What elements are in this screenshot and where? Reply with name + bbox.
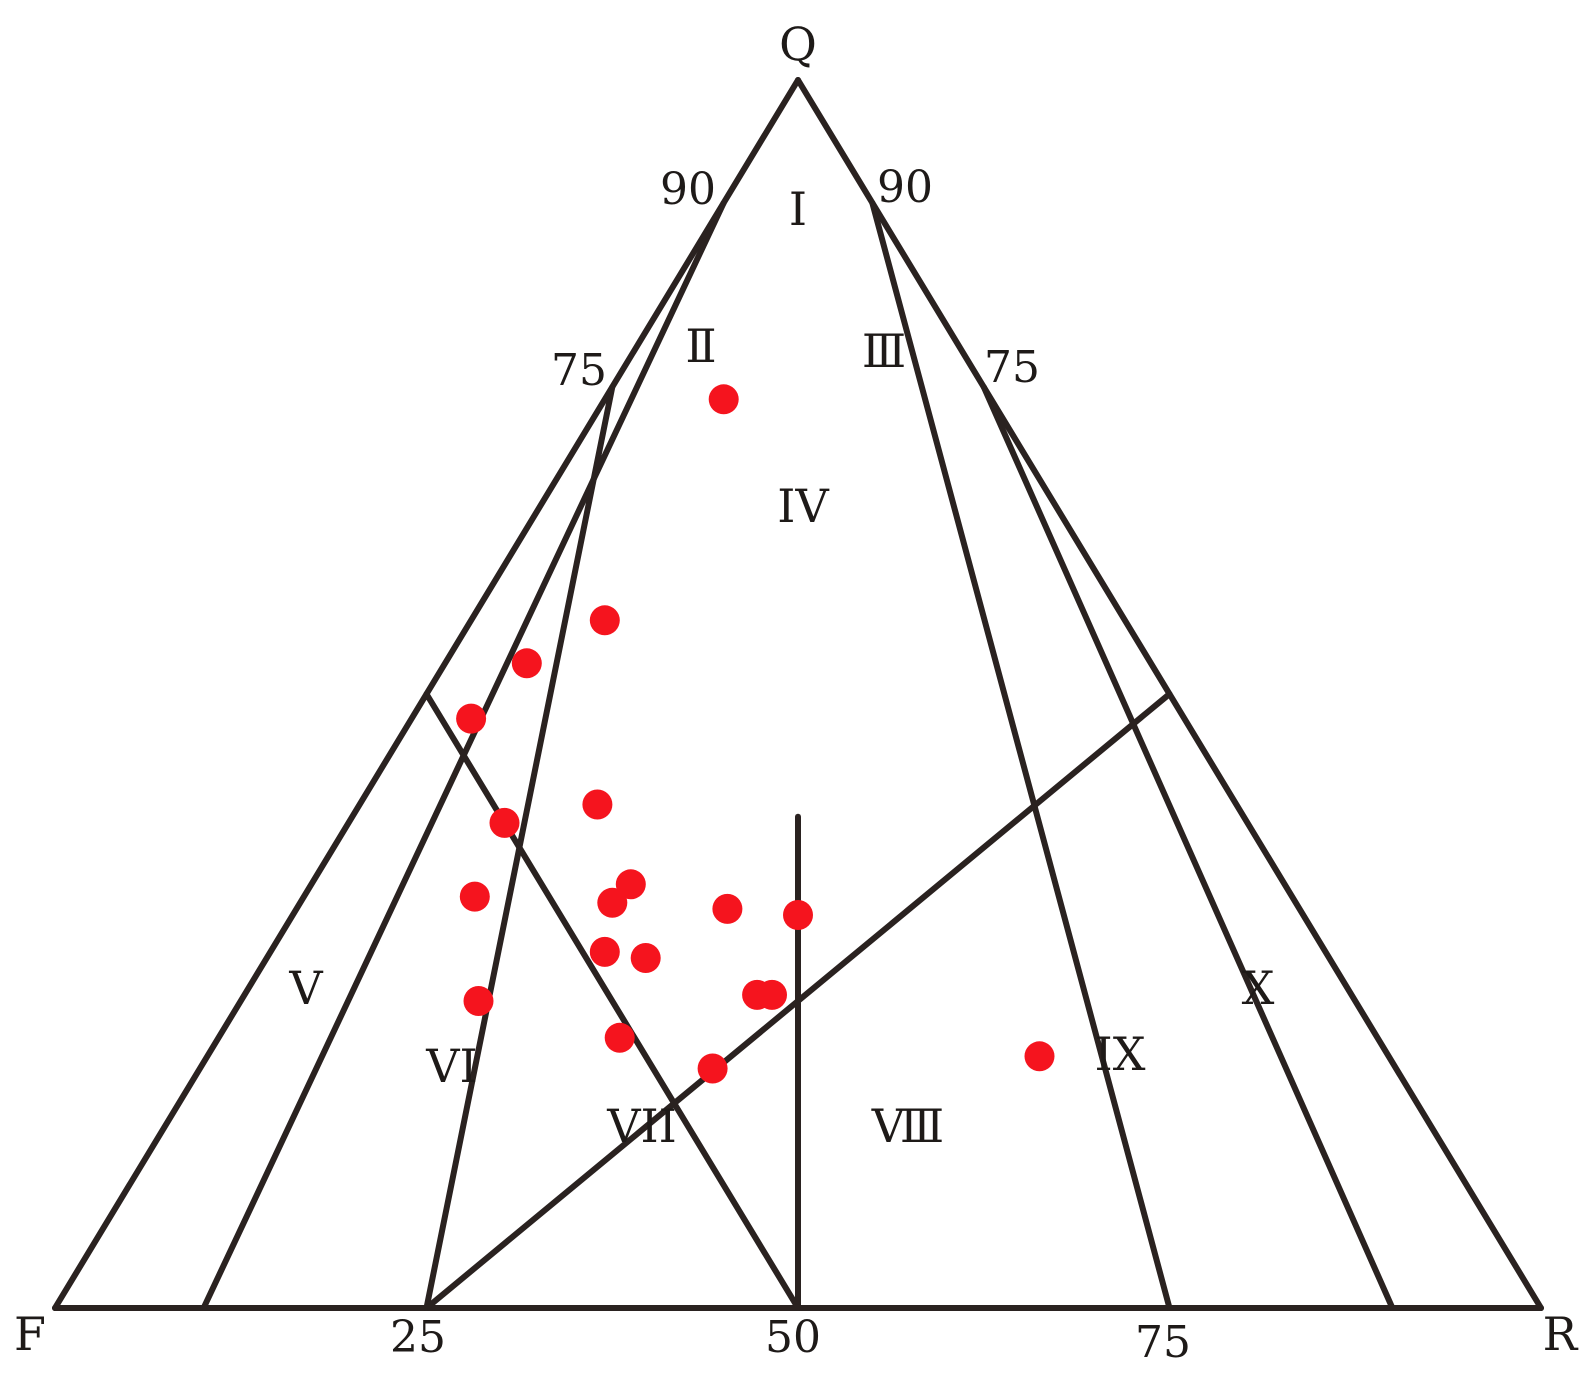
- data-point-7: [615, 869, 646, 900]
- tick-label-right-90: 90: [877, 162, 933, 213]
- data-point-19: [1024, 1041, 1055, 1072]
- vertex-label-f: F: [14, 1307, 46, 1361]
- region-label-2: Ⅱ: [685, 319, 716, 373]
- data-point-1: [708, 384, 739, 415]
- region-label-8: Ⅷ: [871, 1099, 944, 1153]
- tick-label-base-75: 75: [1135, 1317, 1191, 1368]
- data-point-9: [597, 887, 628, 918]
- data-point-18: [697, 1053, 728, 1084]
- line-f-boundary-50: [423, 691, 801, 1311]
- data-point-2: [589, 605, 620, 636]
- vertex-label-r: R: [1543, 1307, 1579, 1361]
- data-point-4: [456, 703, 487, 734]
- region-label-6: VI: [425, 1039, 477, 1093]
- tick-label-base-50: 50: [765, 1312, 821, 1363]
- sample-points: [456, 384, 1055, 1084]
- data-point-11: [783, 900, 813, 930]
- region-label-10: X: [1242, 961, 1275, 1015]
- region-label-9: IX: [1095, 1027, 1146, 1081]
- chart-labels: Q F R 90 75 90 75 25 50 75 Ⅰ Ⅱ Ⅲ IV V VI…: [14, 17, 1579, 1368]
- data-point-14: [463, 986, 494, 1016]
- tick-label-base-25: 25: [390, 1312, 446, 1363]
- data-point-17: [604, 1022, 635, 1053]
- region-label-7: VII: [606, 1099, 677, 1153]
- tick-label-left-75: 75: [551, 345, 607, 396]
- data-point-8: [459, 881, 490, 912]
- region-label-3: Ⅲ: [862, 324, 906, 378]
- region-label-4: IV: [777, 479, 829, 533]
- tick-label-left-90: 90: [660, 164, 716, 215]
- data-point-10: [712, 893, 743, 924]
- data-point-5: [582, 789, 613, 820]
- data-point-3: [511, 648, 542, 679]
- data-point-16: [757, 979, 787, 1010]
- vertex-label-q: Q: [779, 17, 817, 71]
- data-point-13: [630, 943, 661, 973]
- region-label-5: V: [288, 961, 323, 1015]
- data-point-6: [489, 807, 520, 838]
- tick-label-right-75: 75: [984, 342, 1040, 393]
- line-r-boundary-90: [869, 199, 1173, 1311]
- classification-lines: [52, 77, 1544, 1311]
- region-label-1: Ⅰ: [789, 182, 807, 236]
- data-point-12: [589, 936, 620, 967]
- line-r-boundary-75: [980, 384, 1396, 1311]
